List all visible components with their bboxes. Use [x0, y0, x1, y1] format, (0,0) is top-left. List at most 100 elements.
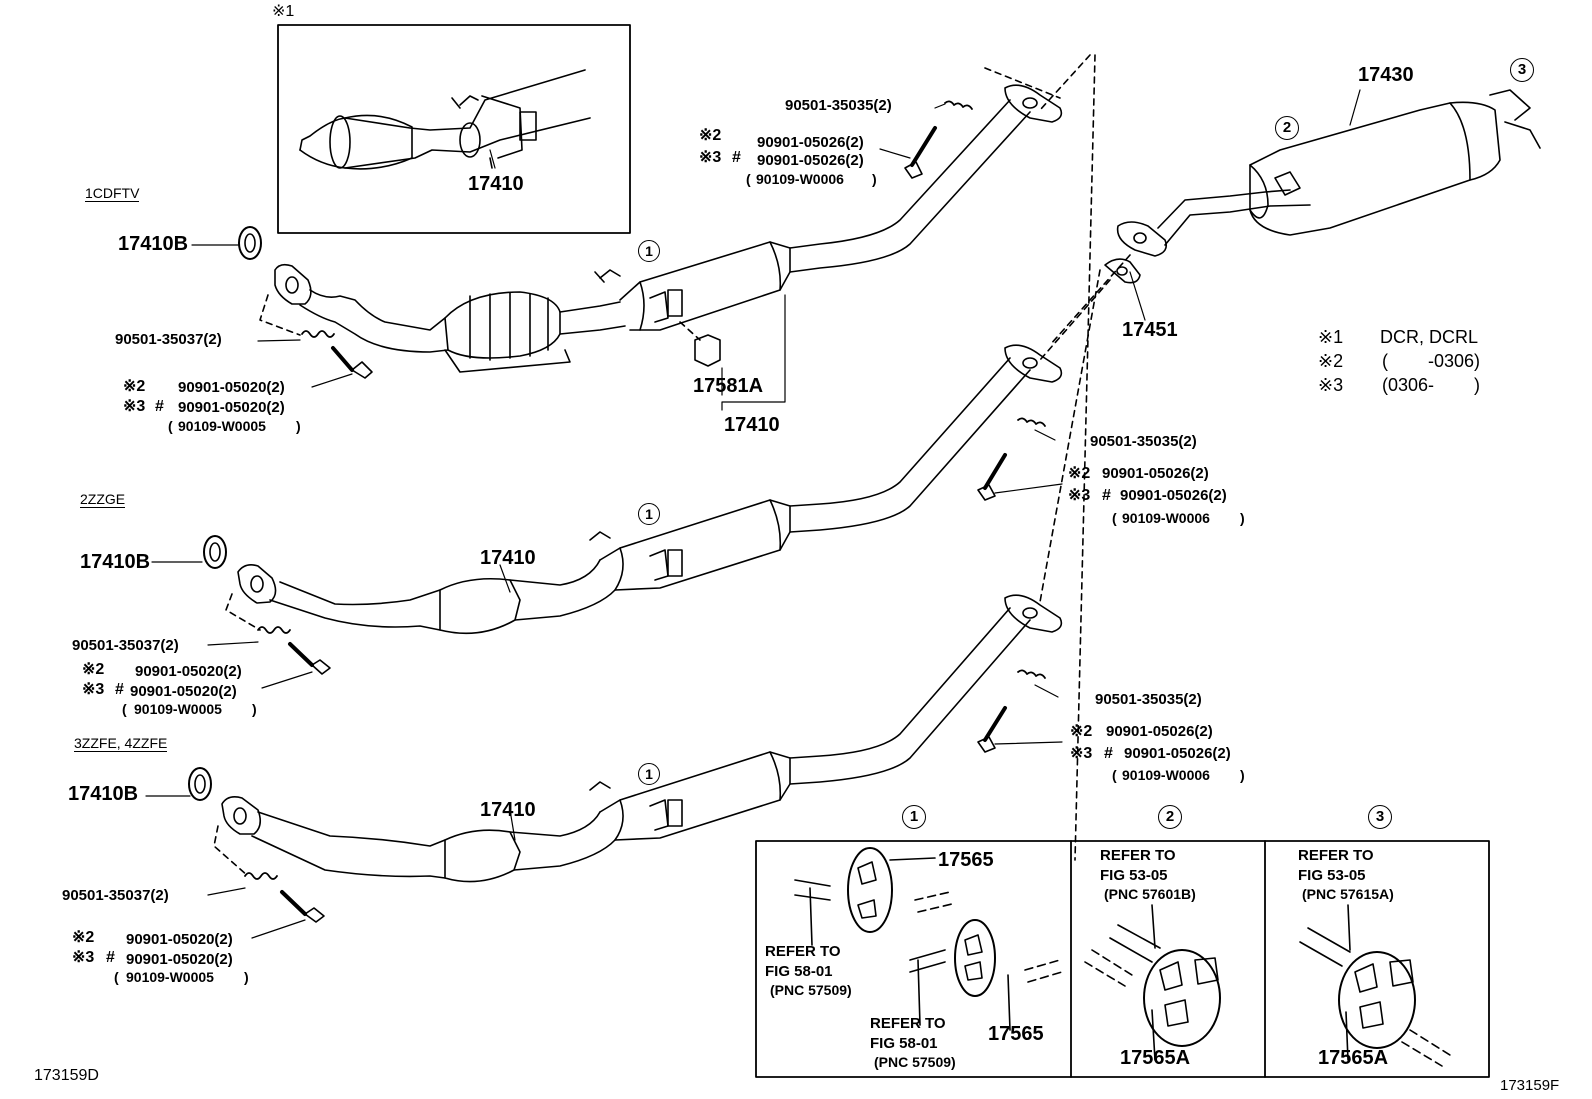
row3-rear-bolt-label-alt: 90901-05026(2)	[1124, 745, 1231, 762]
row2-rear-bolt-alt-open: (	[1112, 510, 1117, 526]
dashed-links	[213, 54, 1131, 877]
row3-callout-1: 1	[638, 763, 660, 785]
row3-rear-mark2: ※2	[1070, 723, 1093, 740]
row1-hash: #	[155, 398, 164, 415]
row2-bolt-label: 90901-05020(2)	[135, 663, 242, 680]
detail1-refer-a-title: REFER TO	[765, 943, 841, 960]
row3-rear-spring-label: 90501-35035(2)	[1095, 691, 1202, 708]
row2-front-pipe-label: 17410	[480, 547, 536, 569]
detail1-refer-b-fig: FIG 58-01	[870, 1035, 938, 1052]
row1-bolt-alt-open: (	[168, 418, 173, 434]
row2-spring-label: 90501-35037(2)	[72, 637, 179, 654]
legend-mark-1: ※1	[1318, 327, 1344, 347]
row2-rear-spring-label: 90501-35035(2)	[1090, 433, 1197, 450]
row3-rear-bolt-alt-close: )	[1240, 767, 1245, 783]
detail1-hanger-label: 17565	[938, 849, 994, 871]
row2-bolt-label-alt: 90901-05020(2)	[130, 683, 237, 700]
row2-rear-bolt-label-alt: 90901-05026(2)	[1120, 487, 1227, 504]
detail3-hanger-label: 17565A	[1318, 1047, 1389, 1069]
detail-callout-1: 1	[902, 805, 926, 829]
detail1-refer-b-pnc: (PNC 57509)	[874, 1054, 956, 1070]
row2-mark3: ※3	[82, 681, 105, 698]
tail-assembly	[1104, 89, 1541, 284]
row2-rear-hash: #	[1102, 487, 1111, 504]
engine-label-1: 1CDFTV	[85, 185, 140, 202]
row1-rear-bolt-alt-close: )	[872, 171, 877, 187]
tail-pipe-label: 17430	[1358, 64, 1414, 86]
detail-callout-3: 3	[1368, 805, 1392, 829]
row2-hash: #	[115, 681, 124, 698]
row3-mark2: ※2	[72, 929, 95, 946]
detail1-refer-a-fig: FIG 58-01	[765, 963, 833, 980]
row3-bolt-alt-close: )	[244, 969, 249, 985]
row1-rear-bolt-alt-open: (	[746, 171, 751, 187]
legend-text-2: ( -0306)	[1382, 351, 1481, 371]
engine-label-3: 3ZZFE, 4ZZFE	[74, 735, 168, 752]
inset-mark: ※1	[272, 3, 295, 20]
legend-text-3: (0306- )	[1382, 375, 1481, 395]
inset-converter	[299, 69, 591, 170]
detail2-refer-title: REFER TO	[1100, 847, 1176, 864]
row3-front-pipe	[188, 594, 1063, 923]
row2-mark2: ※2	[82, 661, 105, 678]
row1-front-pipe	[238, 84, 1063, 379]
mid-gasket-label: 17451	[1122, 319, 1178, 341]
row1-rear-mark2: ※2	[699, 127, 722, 144]
row2-bolt-alt-close: )	[252, 701, 257, 717]
row3-bolt-alt-part: 90109-W0005	[126, 969, 214, 985]
detail2-hanger	[1084, 904, 1221, 1061]
row1-bolt-label: 90901-05020(2)	[178, 379, 285, 396]
row3-hash: #	[106, 949, 115, 966]
drawing-id-right: 173159F	[1500, 1077, 1560, 1094]
row3-rear-mark3: ※3	[1070, 745, 1093, 762]
row2-front-pipe	[203, 344, 1063, 675]
detail3-hanger	[1299, 904, 1451, 1067]
row3-bolt-label-alt: 90901-05020(2)	[126, 951, 233, 968]
row1-front-pipe-label: 17410	[724, 414, 780, 436]
row3-front-pipe-label: 17410	[480, 799, 536, 821]
row2-gasket-ring-label: 17410B	[80, 551, 151, 573]
row1-rear-bolt-alt-part: 90109-W0006	[756, 171, 844, 187]
row2-rear-bolt-label: 90901-05026(2)	[1102, 465, 1209, 482]
row3-rear-bolt-label: 90901-05026(2)	[1106, 723, 1213, 740]
row1-rear-bolt-label: 90901-05026(2)	[757, 134, 864, 151]
row3-spring-label: 90501-35037(2)	[62, 887, 169, 904]
row1-mark2: ※2	[123, 378, 146, 395]
row1-rear-hash: #	[732, 149, 741, 166]
detail3-refer-fig: FIG 53-05	[1298, 867, 1366, 884]
row1-callout-1: 1	[638, 240, 660, 262]
row3-bolt-alt-open: (	[114, 969, 119, 985]
detail3-refer-pnc: (PNC 57615A)	[1302, 886, 1394, 902]
legend-mark-2: ※2	[1318, 351, 1344, 371]
row3-bolt-label: 90901-05020(2)	[126, 931, 233, 948]
row1-rear-bolt-label-alt: 90901-05026(2)	[757, 152, 864, 169]
row1-bolt-label-alt: 90901-05020(2)	[178, 399, 285, 416]
leader-lines	[145, 89, 1361, 939]
row1-mark3: ※3	[123, 398, 146, 415]
row2-bolt-alt-part: 90109-W0005	[134, 701, 222, 717]
protector-label: 17581A	[693, 375, 764, 397]
inset-part-label: 17410	[468, 173, 524, 195]
row2-bolt-alt-open: (	[122, 701, 127, 717]
row3-rear-bolt-alt-open: (	[1112, 767, 1117, 783]
row1-rear-mark3: ※3	[699, 149, 722, 166]
row3-mark3: ※3	[72, 949, 95, 966]
row2-callout-1: 1	[638, 503, 660, 525]
row3-gasket-ring-label: 17410B	[68, 783, 139, 805]
row1-gasket-ring-label: 17410B	[118, 233, 189, 255]
detail-callout-2: 2	[1158, 805, 1182, 829]
legend-mark-3: ※3	[1318, 375, 1344, 395]
detail1-hanger-label-2: 17565	[988, 1023, 1044, 1045]
detail3-refer-title: REFER TO	[1298, 847, 1374, 864]
drawing-id-left: 173159D	[34, 1067, 99, 1084]
detail2-refer-fig: FIG 53-05	[1100, 867, 1168, 884]
row1-rear-spring-label: 90501-35035(2)	[785, 97, 892, 114]
detail2-hanger-label: 17565A	[1120, 1047, 1191, 1069]
row1-spring-label: 90501-35037(2)	[115, 331, 222, 348]
engine-label-2: 2ZZGE	[80, 491, 126, 508]
row2-rear-bolt-alt-close: )	[1240, 510, 1245, 526]
callout-3: 3	[1510, 58, 1534, 82]
row2-rear-mark2: ※2	[1068, 465, 1091, 482]
